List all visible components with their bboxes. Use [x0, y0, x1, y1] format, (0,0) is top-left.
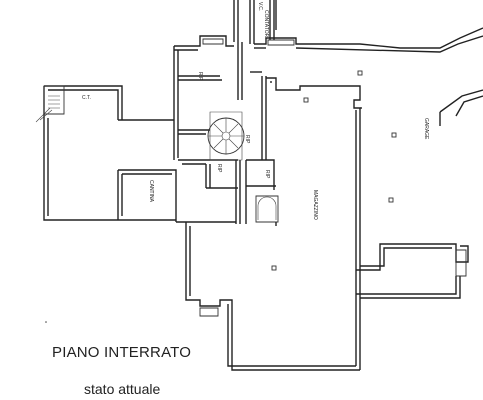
drawing-title: PIANO INTERRATO — [52, 344, 192, 361]
label-rip-small: RIP — [244, 135, 250, 144]
room-garage — [356, 89, 483, 299]
north-walls — [174, 27, 483, 53]
stray-mark — [45, 321, 47, 323]
room-cantina — [117, 169, 177, 222]
room-ct — [35, 85, 123, 123]
label-cantina: CANTINA — [148, 180, 154, 203]
label-magazzino: MAGAZZINO — [312, 190, 318, 220]
label-ct: C.T. — [82, 95, 91, 101]
label-rip-right: RIP — [264, 170, 270, 179]
room-magazzino — [185, 77, 361, 371]
label-vc: V.C. — [257, 2, 263, 11]
outer-left-wall — [43, 46, 179, 221]
label-contatori: CONTATORI — [263, 10, 269, 39]
drawing-subtitle: stato attuale — [84, 381, 161, 397]
spiral-stair — [207, 111, 245, 161]
label-rip-mid: RIP — [216, 164, 222, 173]
service-shafts — [233, 0, 277, 44]
label-rip-top: RIP — [197, 72, 203, 81]
label-garage: GARAGE — [423, 118, 429, 140]
central-block — [176, 42, 276, 224]
pillars — [271, 70, 397, 271]
lift-shaft — [255, 195, 279, 223]
